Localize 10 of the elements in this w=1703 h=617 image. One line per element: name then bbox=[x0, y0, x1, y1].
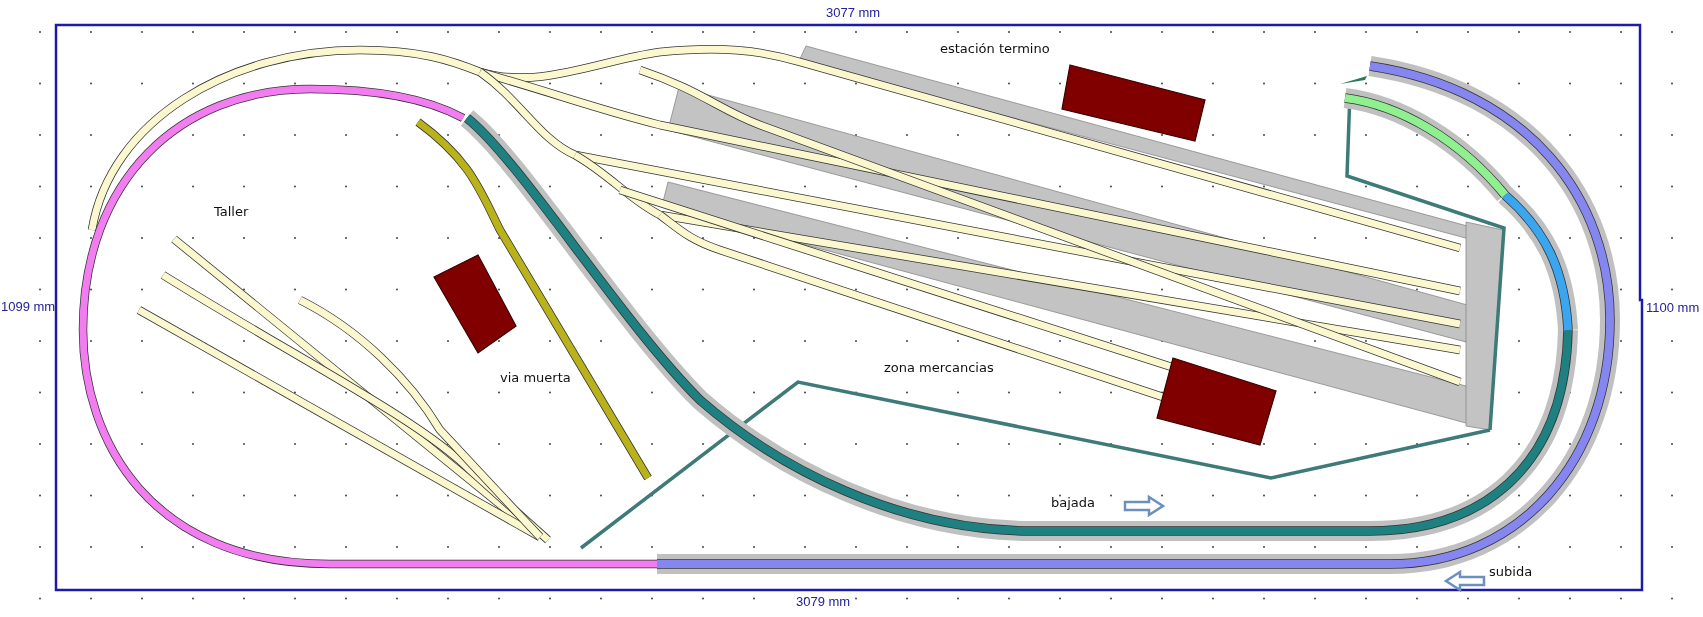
dimension-label: 3077 mm bbox=[826, 5, 881, 21]
area-label: bajada bbox=[1051, 495, 1095, 511]
area-label: Taller bbox=[214, 204, 249, 220]
area-label: subida bbox=[1489, 564, 1533, 580]
dimension-label: 3079 mm bbox=[796, 594, 851, 610]
area-label: via muerta bbox=[500, 370, 571, 386]
area-label: zona mercancias bbox=[884, 360, 994, 376]
dimension-label: 1099 mm bbox=[1, 299, 56, 315]
dimension-label: 1100 mm bbox=[1646, 300, 1700, 316]
area-label: estación termino bbox=[940, 41, 1050, 57]
